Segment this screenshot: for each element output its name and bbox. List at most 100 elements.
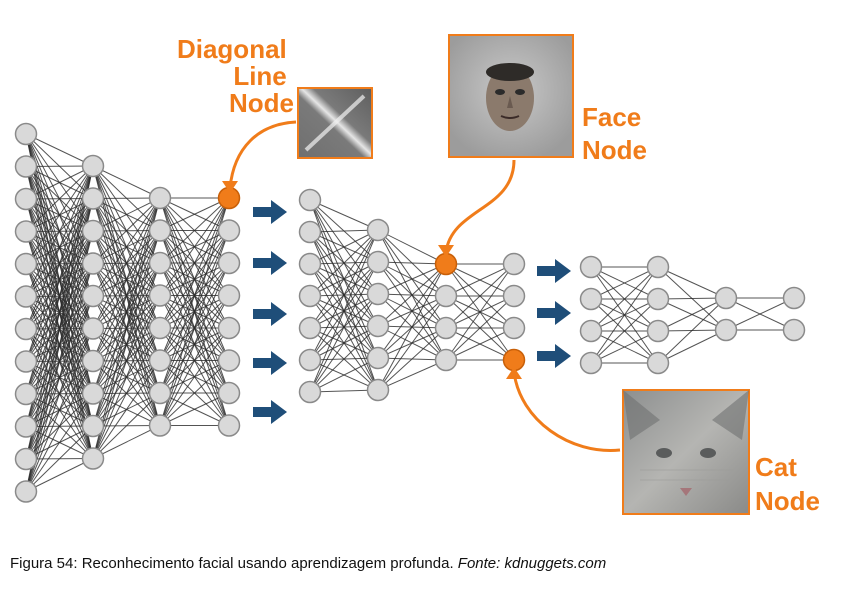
caption-source: Fonte: kdnuggets.com — [457, 555, 607, 572]
network-edge — [92, 165, 161, 199]
network-node — [81, 252, 105, 275]
network-node — [366, 378, 390, 402]
network-edge — [159, 262, 230, 426]
network-node — [434, 284, 458, 308]
cat-label-line-2: Node — [755, 486, 820, 516]
network-edge — [445, 295, 515, 361]
network-edge — [92, 197, 161, 264]
network-edge — [25, 230, 94, 492]
network-nodes — [14, 122, 806, 503]
network-node — [217, 414, 241, 437]
network-edge — [25, 165, 94, 265]
network-edge — [309, 293, 379, 393]
network-edge — [92, 197, 161, 459]
network-node — [366, 250, 390, 274]
network-edge — [25, 425, 94, 492]
network-node — [298, 316, 322, 340]
network-edge — [159, 197, 230, 394]
network-node — [148, 316, 172, 340]
network-edge — [25, 165, 94, 297]
network-node — [217, 284, 241, 307]
flow-arrow — [253, 302, 287, 326]
network-edge — [25, 133, 94, 167]
network-node — [579, 287, 603, 311]
diagonal-label-line-2: Line — [233, 61, 286, 91]
network-edge — [92, 197, 161, 362]
face-arrowhead — [438, 245, 454, 257]
network-edge — [159, 197, 230, 296]
network-node — [646, 351, 670, 375]
network-node — [434, 316, 458, 340]
network-node — [502, 316, 526, 340]
network-node — [14, 447, 38, 471]
flow-arrow — [253, 200, 287, 224]
network-edge — [657, 297, 727, 300]
network-edge — [309, 199, 379, 231]
cat-feature-image — [622, 389, 750, 515]
network-node — [646, 319, 670, 343]
network-edge — [25, 165, 94, 232]
network-node — [217, 349, 241, 372]
network-node — [217, 251, 241, 275]
network-edge — [25, 165, 94, 492]
network-edge — [309, 389, 379, 393]
network-edge — [377, 295, 447, 391]
network-edge — [377, 229, 447, 265]
network-edge — [309, 325, 379, 393]
network-node — [14, 220, 38, 243]
network-edge — [92, 360, 161, 459]
diagonal-connector — [228, 120, 297, 189]
network-node — [298, 220, 322, 244]
network-node — [782, 286, 806, 310]
network-edge — [25, 328, 94, 492]
flow-arrows — [253, 200, 571, 424]
network-edge — [377, 359, 447, 391]
network-edge — [159, 197, 230, 329]
network-edge — [657, 266, 727, 299]
network-edge — [25, 165, 94, 427]
network-edge — [309, 261, 379, 393]
face-label: Face Node — [582, 102, 649, 165]
network-edge — [159, 197, 230, 264]
network-node — [148, 349, 172, 372]
flow-arrow — [537, 344, 571, 368]
network-node — [579, 319, 603, 343]
network-node — [148, 251, 172, 275]
feature-connectors — [228, 120, 621, 452]
network-edge — [309, 229, 379, 265]
network-edge — [92, 230, 161, 459]
figure-caption: Figura 54: Reconhecimento facial usando … — [10, 555, 606, 572]
flow-arrow — [537, 259, 571, 283]
network-edge — [445, 263, 515, 361]
network-edge — [159, 327, 230, 426]
network-node — [14, 350, 38, 373]
network-node — [14, 187, 38, 211]
network-node — [782, 318, 806, 342]
network-edge — [92, 295, 161, 459]
network-edge — [92, 197, 161, 329]
network-edge — [377, 261, 447, 265]
network-node — [502, 252, 526, 276]
network-node — [81, 187, 105, 210]
network-node — [148, 381, 172, 405]
face-feature-image — [448, 34, 574, 158]
diagonal-label-line-3: Node — [229, 88, 294, 118]
flow-arrow — [253, 251, 287, 275]
network-edge — [25, 393, 94, 492]
network-edge — [25, 263, 94, 492]
network-edge — [657, 329, 727, 364]
network-node — [148, 186, 172, 210]
network-node — [217, 219, 241, 242]
network-node — [366, 346, 390, 370]
network-node — [434, 348, 458, 372]
network-node — [217, 381, 241, 405]
network-edge — [590, 266, 659, 364]
network-node — [14, 415, 38, 438]
network-node — [579, 255, 603, 279]
face-connector — [444, 159, 516, 253]
network-node — [14, 480, 38, 503]
network-node — [81, 317, 105, 340]
network-node — [366, 218, 390, 242]
cat-label-line-1: Cat — [755, 452, 797, 482]
caption-text: Figura 54: Reconhecimento facial usando … — [10, 555, 458, 572]
